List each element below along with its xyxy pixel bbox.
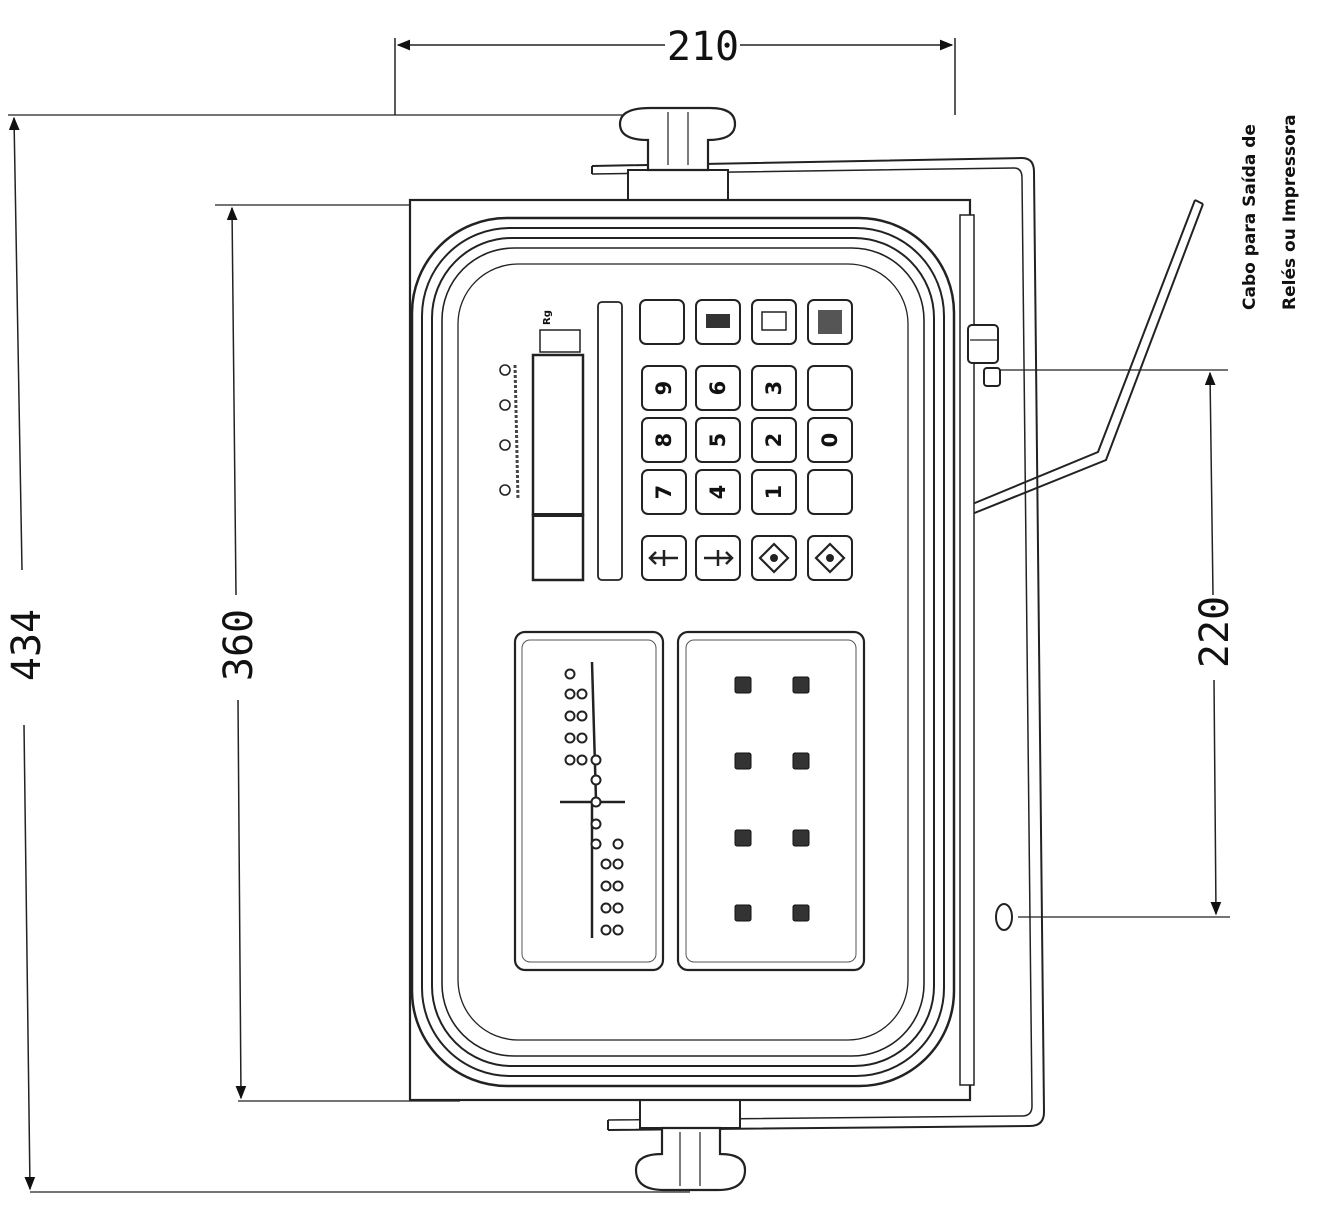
key-1-label: 1 xyxy=(762,485,786,500)
dimension-width-label: 210 xyxy=(667,24,739,70)
housing-side-rail xyxy=(959,214,975,1086)
function-keys xyxy=(639,299,853,345)
small-label-rg: Rg xyxy=(542,310,553,325)
status-led-1 xyxy=(499,364,511,376)
display-lower-window xyxy=(531,513,585,582)
key-8[interactable] xyxy=(641,417,687,463)
key-7[interactable] xyxy=(641,469,687,515)
display-area: Rg xyxy=(499,301,623,582)
status-led-2 xyxy=(499,399,511,411)
tare-strip xyxy=(597,301,623,581)
numeric-keypad: 9 8 7 6 5 4 3 2 1 0 xyxy=(641,365,853,515)
operation-keys xyxy=(641,535,853,581)
key-0[interactable] xyxy=(807,417,853,463)
key-9-label: 9 xyxy=(652,381,676,396)
key-7-label: 7 xyxy=(652,485,676,500)
bargraph-leds xyxy=(564,668,624,936)
key-4-label: 4 xyxy=(706,485,730,500)
key-4[interactable] xyxy=(695,469,741,515)
key-6-label: 6 xyxy=(706,381,730,396)
callout-line-1: Cabo para Saída de xyxy=(1240,124,1260,310)
key-2-label: 2 xyxy=(762,433,786,448)
dimension-overall-height-label: 434 xyxy=(4,609,50,681)
indicator-lamp xyxy=(792,752,810,770)
key-6[interactable] xyxy=(695,365,741,411)
dimension-mount-spacing: 220 xyxy=(1000,369,1238,918)
key-3[interactable] xyxy=(751,365,797,411)
bottom-knob xyxy=(634,1099,747,1192)
output-cable xyxy=(969,199,1204,515)
key-blank-bottom[interactable] xyxy=(807,469,853,515)
top-knob xyxy=(618,106,737,201)
bargraph-panel xyxy=(513,630,665,972)
key-5[interactable] xyxy=(695,417,741,463)
key-blank-top[interactable] xyxy=(807,365,853,411)
dimension-mount-spacing-label: 220 xyxy=(1192,596,1238,668)
display-window xyxy=(531,353,585,517)
key-1[interactable] xyxy=(751,469,797,515)
indicator-lamp xyxy=(792,904,810,922)
cable-callout: Cabo para Saída de Relés ou Impressora xyxy=(1240,114,1300,310)
indicator-lamp xyxy=(734,676,752,694)
dimension-overall-height: 434 xyxy=(4,114,700,1193)
function-key-1[interactable] xyxy=(639,299,685,345)
indicator-lamp xyxy=(734,904,752,922)
status-led-3 xyxy=(499,439,511,451)
key-3-label: 3 xyxy=(762,381,786,396)
key-9[interactable] xyxy=(641,365,687,411)
key-2[interactable] xyxy=(751,417,797,463)
tare-arrow-icon xyxy=(704,550,734,566)
bracket-mounting-hole xyxy=(995,903,1013,931)
key-8-label: 8 xyxy=(652,433,676,448)
indicator-lamp xyxy=(734,752,752,770)
callout-line-2: Relés ou Impressora xyxy=(1280,114,1300,310)
key-5-label: 5 xyxy=(706,433,730,448)
dimension-width: 210 xyxy=(394,24,956,115)
cable-gland xyxy=(967,324,1001,387)
dimension-body-height-label: 360 xyxy=(216,609,262,681)
indicator-lamp xyxy=(792,829,810,847)
indicator-lamp-panel xyxy=(676,630,866,972)
indicator-lamp xyxy=(792,676,810,694)
mounting-bracket xyxy=(591,156,1046,1131)
zero-arrow-icon xyxy=(648,550,678,566)
indicator-lamp xyxy=(734,829,752,847)
key-0-label: 0 xyxy=(818,433,842,448)
display-top-tab xyxy=(539,329,581,353)
status-led-4 xyxy=(499,484,511,496)
